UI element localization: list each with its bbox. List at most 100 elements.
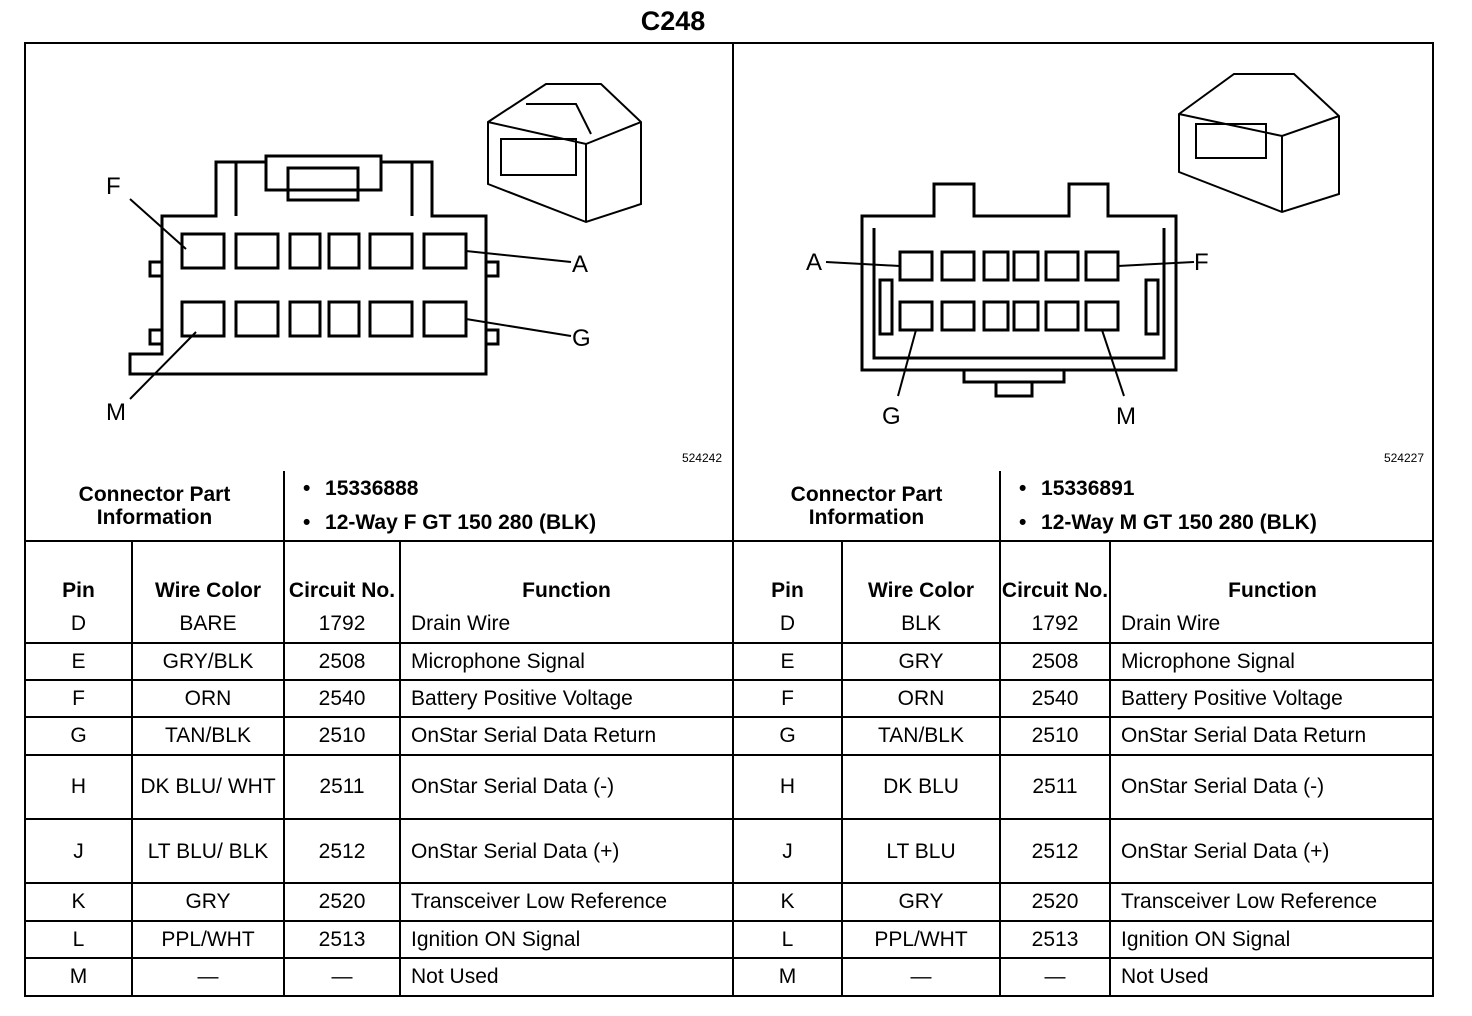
circuit-cell: 1792 (283, 605, 402, 644)
function-cell: OnStar Serial Data (-) (1109, 753, 1434, 820)
pin-cell: K (734, 882, 843, 922)
pin-cell: E (26, 641, 133, 682)
header-pin: Pin (26, 540, 133, 606)
connector-info-label: Connector Part Information (26, 471, 286, 543)
part-number: 15336891 (1019, 472, 1434, 506)
function-cell: Battery Positive Voltage (399, 679, 734, 719)
circuit-cell: 2512 (283, 817, 402, 885)
circuit-cell: 2540 (283, 679, 402, 719)
circuit-cell: 1792 (999, 605, 1112, 644)
wire-color-cell: BARE (130, 605, 286, 644)
wire-color-cell: DK BLU (840, 753, 1002, 820)
function-cell: OnStar Serial Data (-) (399, 753, 734, 820)
circuit-cell: 2511 (283, 753, 402, 820)
function-cell: OnStar Serial Data (+) (399, 817, 734, 885)
wire-color-cell: BLK (840, 605, 1002, 644)
female-pinout-table: Connector Part Information 15336888 12-W… (26, 471, 734, 995)
part-description: 12-Way M GT 150 280 (BLK) (1019, 506, 1434, 540)
wire-color-cell: LT BLU/ BLK (130, 817, 286, 885)
header-circuit: Circuit No. (283, 540, 402, 606)
header-function: Function (399, 540, 734, 606)
pin-cell: D (734, 605, 843, 644)
header-wire-color: Wire Color (840, 540, 1002, 606)
connector-sheet: F A G M 524242 (24, 42, 1434, 997)
function-cell: Transceiver Low Reference (399, 882, 734, 922)
function-cell: Drain Wire (1109, 605, 1434, 644)
function-cell: Ignition ON Signal (1109, 919, 1434, 959)
male-pinout-table: Connector Part Information 15336891 12-W… (734, 471, 1434, 995)
header-pin: Pin (734, 540, 843, 606)
circuit-cell: 2513 (283, 919, 402, 959)
pin-label-m: M (106, 399, 126, 426)
circuit-cell: 2510 (999, 716, 1112, 756)
wire-color-cell: GRY (130, 882, 286, 922)
part-info: 15336891 12-Way M GT 150 280 (BLK) (999, 471, 1434, 543)
function-cell: OnStar Serial Data (+) (1109, 817, 1434, 885)
function-cell: Microphone Signal (399, 641, 734, 682)
function-cell: Transceiver Low Reference (1109, 882, 1434, 922)
male-connector-drawing: A F G M (806, 73, 1340, 430)
female-connector-drawing: F A G M (106, 83, 642, 426)
pin-label-a: A (572, 251, 588, 278)
female-connector-diagram: F A G M 524242 (26, 44, 734, 471)
function-cell: OnStar Serial Data Return (1109, 716, 1434, 756)
table-header: Pin Wire Color Circuit No. Function (26, 540, 734, 606)
wire-color-cell: DK BLU/ WHT (130, 753, 286, 820)
circuit-cell: 2540 (999, 679, 1112, 719)
wire-color-cell: TAN/BLK (130, 716, 286, 756)
function-cell: Battery Positive Voltage (1109, 679, 1434, 719)
connector-info-label: Connector Part Information (734, 471, 1002, 543)
table-header: Pin Wire Color Circuit No. Function (734, 540, 1434, 606)
pin-label-m: M (1116, 403, 1136, 430)
art-number: 524227 (1383, 451, 1424, 465)
pin-label-a: A (806, 249, 822, 276)
function-cell: OnStar Serial Data Return (399, 716, 734, 756)
wire-color-cell: PPL/WHT (840, 919, 1002, 959)
pin-cell: G (26, 716, 133, 756)
circuit-cell: 2512 (999, 817, 1112, 885)
wire-color-cell: — (840, 956, 1002, 995)
pin-cell: L (26, 919, 133, 959)
circuit-cell: 2508 (999, 641, 1112, 682)
header-function: Function (1109, 540, 1434, 606)
pin-cell: K (26, 882, 133, 922)
pin-label-g: G (882, 403, 901, 430)
circuit-cell: 2511 (999, 753, 1112, 820)
pin-cell: M (26, 956, 133, 995)
function-cell: Ignition ON Signal (399, 919, 734, 959)
table-row: M——Not Used (26, 956, 734, 995)
pin-cell: H (26, 753, 133, 820)
pin-cell: E (734, 641, 843, 682)
circuit-cell: 2520 (999, 882, 1112, 922)
art-number: 524242 (681, 451, 722, 465)
connector-title: C248 (640, 6, 706, 36)
wire-color-cell: LT BLU (840, 817, 1002, 885)
wire-color-cell: GRY (840, 882, 1002, 922)
circuit-cell: 2508 (283, 641, 402, 682)
wire-color-cell: PPL/WHT (130, 919, 286, 959)
function-cell: Drain Wire (399, 605, 734, 644)
wire-color-cell: ORN (130, 679, 286, 719)
circuit-cell: 2513 (999, 919, 1112, 959)
pin-cell: F (734, 679, 843, 719)
pin-label-f: F (1194, 249, 1209, 276)
pin-cell: F (26, 679, 133, 719)
wire-color-cell: TAN/BLK (840, 716, 1002, 756)
pin-cell: J (734, 817, 843, 885)
wire-color-cell: GRY/BLK (130, 641, 286, 682)
pin-label-g: G (572, 325, 591, 352)
wire-color-cell: — (130, 956, 286, 995)
function-cell: Microphone Signal (1109, 641, 1434, 682)
